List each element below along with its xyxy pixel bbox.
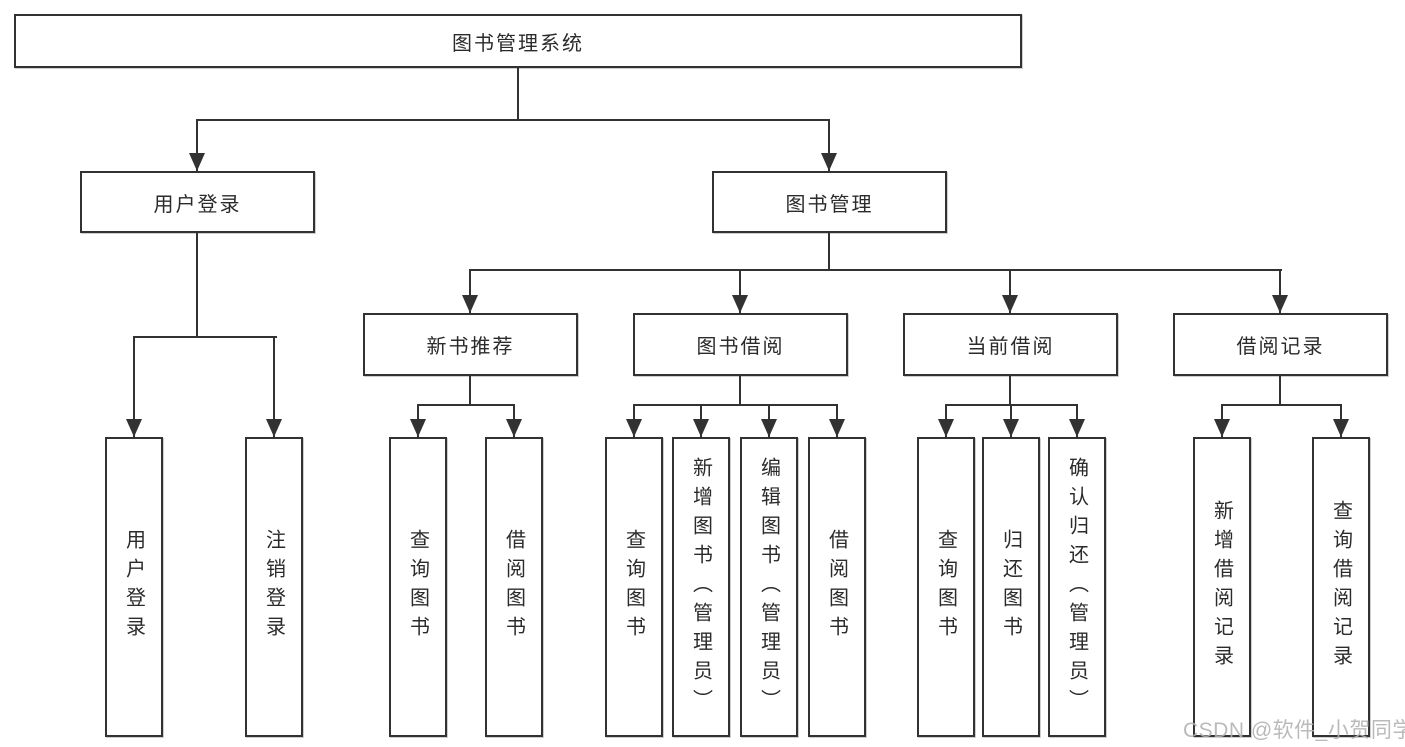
- node-current-borrow: 当前借阅: [903, 313, 1118, 376]
- connector-line: [196, 233, 198, 338]
- node-user-login-label: 用户登录: [153, 193, 242, 216]
- arrowhead-icon: [821, 153, 837, 171]
- node-root-label: 图书管理系统: [452, 32, 584, 55]
- node-new-book-recommend: 新书推荐: [363, 313, 578, 376]
- leaf-query-book-borrow: 查询图书: [605, 437, 663, 737]
- connector-line: [633, 404, 838, 406]
- arrowhead-icon: [1003, 419, 1019, 437]
- node-root: 图书管理系统: [14, 14, 1022, 68]
- arrowhead-icon: [1002, 295, 1018, 313]
- node-book-management-label: 图书管理: [785, 193, 874, 216]
- node-current-borrow-label: 当前借阅: [966, 336, 1055, 358]
- connector-line: [196, 119, 830, 121]
- leaf-borrow-book-recommend: 借阅图书: [485, 437, 543, 737]
- csdn-watermark: CSDN @软件_小贺同学: [1183, 719, 1405, 742]
- arrowhead-icon: [1214, 419, 1230, 437]
- arrowhead-icon: [626, 419, 642, 437]
- arrowhead-icon: [761, 419, 777, 437]
- node-borrow-records-label: 借阅记录: [1236, 336, 1325, 358]
- connector-line: [828, 119, 830, 171]
- connector-line: [1221, 404, 1342, 406]
- leaf-confirm-return-admin: 确认归还（管理员）: [1048, 437, 1106, 737]
- connector-line: [739, 269, 741, 313]
- connector-line: [133, 336, 135, 437]
- connector-line: [469, 269, 1282, 271]
- connector-line: [739, 376, 741, 406]
- connector-line: [196, 119, 198, 171]
- arrowhead-icon: [938, 419, 954, 437]
- arrowhead-icon: [506, 419, 522, 437]
- node-book-borrow-label: 图书借阅: [696, 336, 785, 358]
- leaf-query-borrow-record: 查询借阅记录: [1312, 437, 1370, 737]
- connector-line: [469, 269, 471, 313]
- leaf-query-book-current: 查询图书: [917, 437, 975, 737]
- arrowhead-icon: [126, 419, 142, 437]
- arrowhead-icon: [1333, 419, 1349, 437]
- leaf-return-book: 归还图书: [982, 437, 1040, 737]
- leaf-logout: 注销登录: [245, 437, 303, 737]
- node-new-book-recommend-label: 新书推荐: [426, 336, 515, 358]
- leaf-user-login: 用户登录: [105, 437, 163, 737]
- leaf-add-borrow-record: 新增借阅记录: [1193, 437, 1251, 737]
- arrowhead-icon: [410, 419, 426, 437]
- node-book-management: 图书管理: [712, 171, 947, 233]
- arrowhead-icon: [462, 295, 478, 313]
- connector-line: [469, 376, 471, 406]
- connector-line: [273, 336, 275, 437]
- arrowhead-icon: [1272, 295, 1288, 313]
- arrowhead-icon: [693, 419, 709, 437]
- connector-line: [133, 336, 277, 338]
- node-user-login: 用户登录: [80, 171, 315, 233]
- connector-line: [828, 233, 830, 271]
- arrowhead-icon: [732, 295, 748, 313]
- connector-line: [517, 68, 519, 120]
- connector-line: [1279, 269, 1281, 313]
- leaf-edit-book-admin: 编辑图书（管理员）: [740, 437, 798, 737]
- leaf-borrow-book: 借阅图书: [808, 437, 866, 737]
- leaf-query-book-recommend: 查询图书: [389, 437, 447, 737]
- connector-line: [417, 404, 515, 406]
- arrowhead-icon: [189, 153, 205, 171]
- connector-line: [1009, 376, 1011, 406]
- arrowhead-icon: [1069, 419, 1085, 437]
- node-borrow-records: 借阅记录: [1173, 313, 1388, 376]
- connector-line: [1279, 376, 1281, 406]
- arrowhead-icon: [266, 419, 282, 437]
- leaf-add-book-admin: 新增图书（管理员）: [672, 437, 730, 737]
- node-book-borrow: 图书借阅: [633, 313, 848, 376]
- arrowhead-icon: [829, 419, 845, 437]
- connector-line: [1009, 269, 1011, 313]
